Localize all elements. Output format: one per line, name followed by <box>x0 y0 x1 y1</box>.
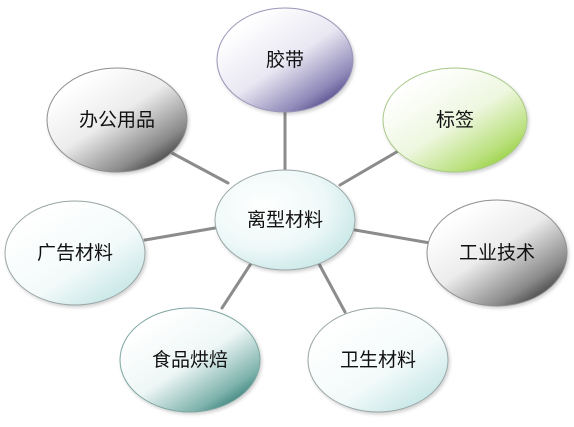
node-biaoqian[interactable]: 标签 <box>382 67 528 173</box>
node-guanggao-label: 广告材料 <box>37 242 113 264</box>
center-node-bubble <box>214 169 356 271</box>
connector-guanggao <box>143 226 217 242</box>
node-shipin[interactable]: 食品烘焙 <box>119 307 261 413</box>
node-bangong-label: 办公用品 <box>79 109 155 131</box>
center-node-label: 离型材料 <box>247 209 323 231</box>
center-node[interactable]: 离型材料 <box>214 169 356 271</box>
node-shipin-bubble <box>119 307 261 413</box>
node-weisheng-label: 卫生材料 <box>340 349 416 371</box>
node-gongye-label: 工业技术 <box>459 242 535 264</box>
node-gongye[interactable]: 工业技术 <box>426 199 568 307</box>
connector-weisheng <box>316 260 347 314</box>
node-guanggao[interactable]: 广告材料 <box>4 200 146 306</box>
node-weisheng[interactable]: 卫生材料 <box>307 307 449 413</box>
node-biaoqian-bubble <box>382 67 528 173</box>
node-weisheng-bubble <box>307 307 449 413</box>
node-shipin-label: 食品烘焙 <box>152 349 228 371</box>
node-guanggao-bubble <box>4 200 146 306</box>
connectors <box>143 110 432 314</box>
node-jiaodai-bubble <box>216 7 354 113</box>
node-biaoqian-label: 标签 <box>436 109 474 131</box>
node-jiaodai-label: 胶带 <box>266 49 304 71</box>
node-bangong[interactable]: 办公用品 <box>46 67 188 173</box>
node-jiaodai[interactable]: 胶带 <box>216 7 354 113</box>
node-bangong-bubble <box>46 67 188 173</box>
connector-shipin <box>220 260 254 310</box>
connector-biaoqian <box>338 148 402 187</box>
node-gongye-bubble <box>426 199 568 307</box>
connector-bangong <box>170 151 230 185</box>
connector-gongye <box>353 228 432 245</box>
